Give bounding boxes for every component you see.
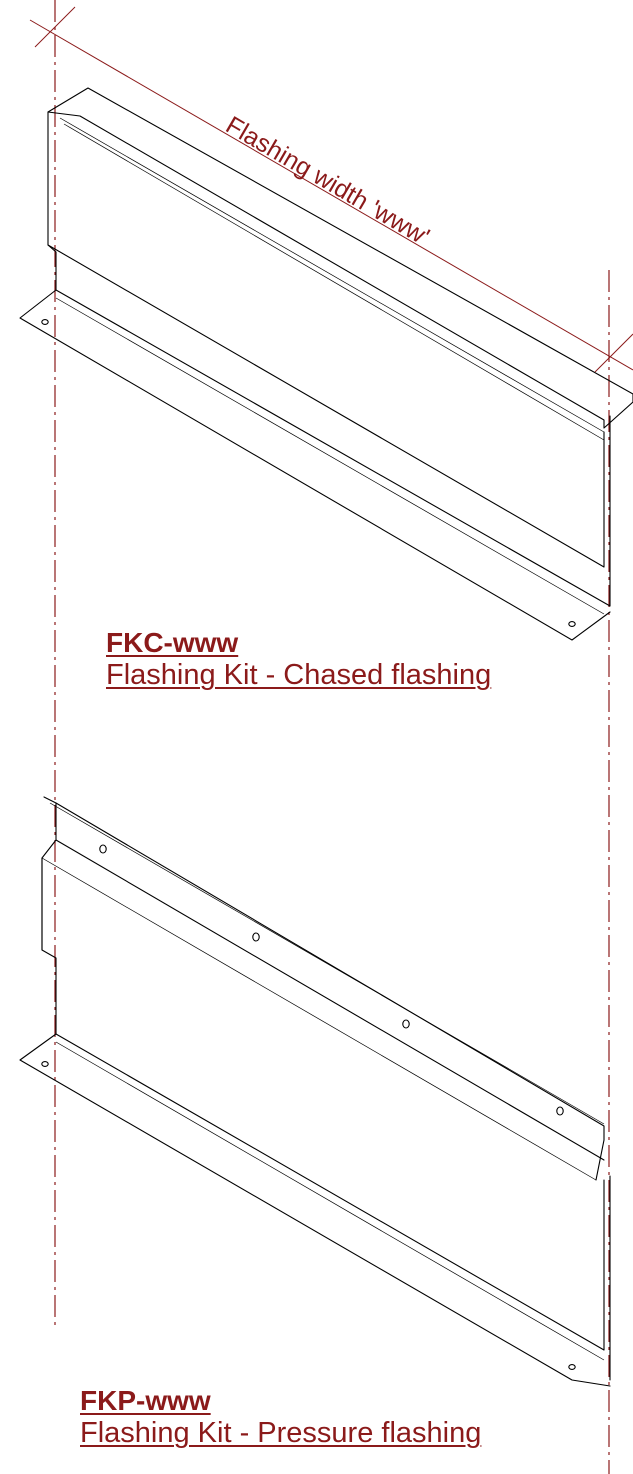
- pressure-kit-label: FKP-www Flashing Kit - Pressure flashing: [80, 1385, 481, 1450]
- pressure-hole-right: [568, 1364, 576, 1370]
- pressure-lip-edge: [49, 802, 605, 1125]
- pressure-upper-fold: [55, 839, 605, 1161]
- chased-face: [47, 111, 605, 568]
- pressure-kit-description: Flashing Kit - Pressure flashing: [80, 1417, 482, 1449]
- dimension-tick-left: [34, 6, 76, 48]
- chased-kit-code: FKC-www: [106, 627, 239, 658]
- pressure-upper-fold-2: [41, 857, 597, 1181]
- chased-kit-description: Flashing Kit - Chased flashing: [106, 659, 492, 691]
- pressure-flange-fold: [55, 1041, 605, 1361]
- chased-hole-right: [568, 621, 576, 627]
- chased-lower-bend: [47, 244, 611, 607]
- pressure-hole-2: [252, 932, 260, 942]
- chased-hole-left: [41, 319, 49, 325]
- pressure-hole-left: [41, 1061, 49, 1067]
- extent-lines: [54, 0, 610, 1474]
- pressure-top-lip: [43, 796, 605, 1141]
- chased-base-flange: [19, 289, 611, 641]
- chased-lip-fold-2: [63, 123, 605, 441]
- chased-flashing-part: [19, 87, 633, 641]
- dimension-tick-right: [594, 333, 633, 373]
- width-dimension: Flashing width 'www': [29, 6, 633, 373]
- chased-flange-fold: [55, 297, 605, 615]
- pressure-face: [41, 857, 605, 1351]
- pressure-upper-face: [41, 802, 57, 951]
- chased-top-lip: [47, 87, 633, 429]
- dimension-line: [29, 19, 633, 371]
- chased-kit-label: FKC-www Flashing Kit - Chased flashing: [106, 627, 491, 692]
- pressure-base-flange: [19, 1033, 611, 1387]
- pressure-hole-4: [556, 1106, 564, 1116]
- pressure-hole-3: [402, 1019, 410, 1029]
- pressure-hole-1: [99, 844, 107, 854]
- pressure-bend-right: [595, 1139, 605, 1181]
- pressure-kit-code: FKP-www: [80, 1385, 211, 1416]
- pressure-flashing-part: [19, 796, 611, 1387]
- chased-lip-fold: [59, 117, 605, 433]
